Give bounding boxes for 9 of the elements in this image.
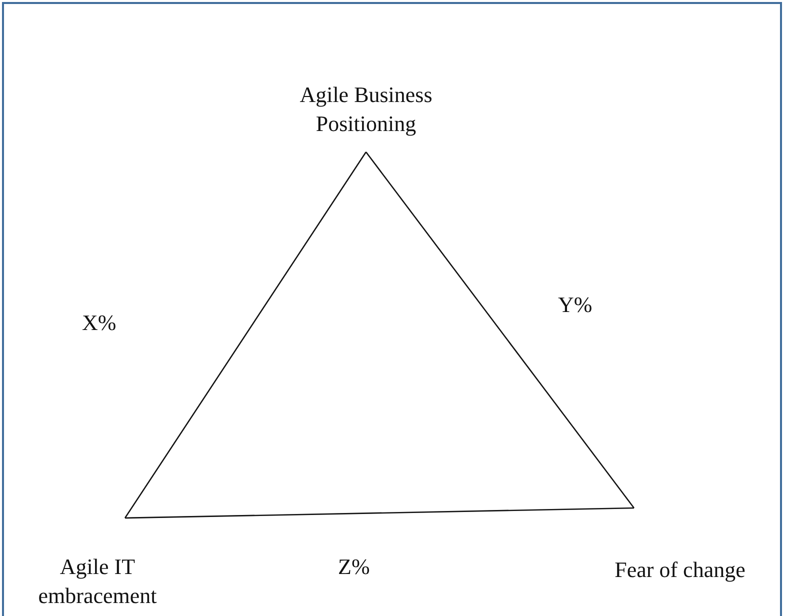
percentage-label: Z% (338, 554, 370, 580)
vertex-label: Agile Business Positioning (298, 81, 434, 138)
triangle-side (365, 152, 635, 508)
vertex-label: Agile IT embracement (37, 553, 158, 610)
percentage-label: Y% (558, 292, 592, 318)
triangle-side (124, 507, 634, 519)
percentage-label: X% (82, 310, 116, 336)
vertex-label: Fear of change (614, 556, 746, 584)
triangle-side (124, 152, 367, 518)
